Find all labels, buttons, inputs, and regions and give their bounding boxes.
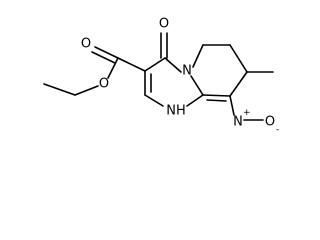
bond-ester-c-o-a [94,46,119,59]
bond-c7-c8 [229,44,248,73]
bond-c2-n1 [144,94,164,107]
bond-ch2-ch3 [43,83,76,96]
bond-n5-c6 [192,44,204,68]
bond-oether-ch2 [74,85,99,96]
charge-nitro-oxygen: - [276,125,279,135]
chemical-structure-diagram: O N NH N + O - O O [43,17,279,135]
bond-c9-c9a [202,94,231,97]
atom-ester-carbonyl-oxygen: O [81,37,91,52]
bond-c4-n5 [164,57,182,73]
bond-n1-c9a [186,94,204,107]
bond-c9-c9a-inner [206,99,227,102]
bond-c8-c9 [229,71,248,97]
charge-nitro-nitrogen: + [243,108,251,118]
atom-ring-nh: NH [166,104,186,119]
atom-nitro-nitrogen: N [233,115,243,130]
bond-c9a-n5 [190,75,204,96]
bond-c4-c3 [144,57,166,72]
bond-ester-c-oether [107,57,119,79]
structure-canvas: O N NH N + O - O O [43,16,280,135]
atom-ester-ether-oxygen: O [99,77,109,92]
atom-oxo-oxygen: O [159,17,169,32]
bond-ester-c-o-b [91,51,116,64]
bond-c3-ester-c [117,57,146,72]
atom-ring-nitrogen: N [182,64,192,79]
atom-nitro-oxygen: O [265,115,275,130]
bond-c9-nitro-n [229,95,235,116]
